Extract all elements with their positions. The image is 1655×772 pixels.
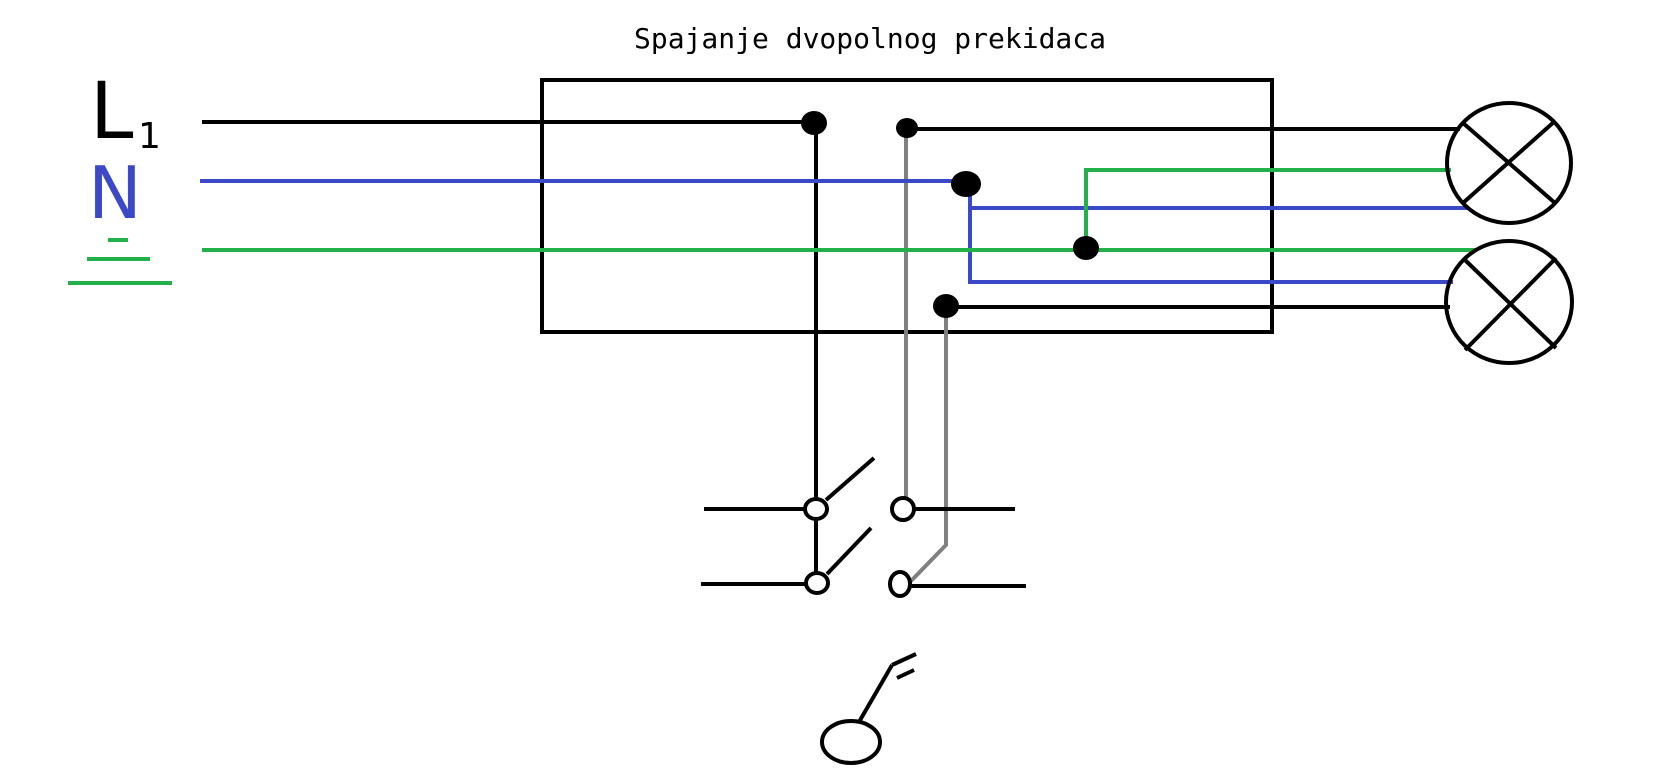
phase-label: L 1: [90, 67, 161, 157]
phase-subscript: 1: [138, 116, 161, 157]
earth-junction-dot: [1073, 236, 1099, 260]
phase-junction-dot: [801, 111, 827, 135]
neutral-label: N: [88, 151, 142, 235]
earth-wire: [202, 168, 1476, 252]
lamp2-junction-dot: [933, 294, 959, 318]
lamp2-switched-wire: [909, 305, 1450, 583]
key-icon: [820, 652, 917, 765]
lamp-icon: [1445, 101, 1573, 225]
phase-wire: [202, 120, 818, 509]
phase-letter: L: [90, 67, 134, 157]
lamp1-junction-dot: [896, 118, 918, 138]
earth-ground-icon: [68, 238, 172, 285]
neutral-junction-dot: [951, 171, 981, 197]
double-pole-switch-icon: [701, 456, 1026, 598]
neutral-wire: [200, 179, 1468, 284]
lamp1-switched-wire: [904, 127, 1460, 499]
lamp-icon: [1444, 239, 1574, 365]
diagram-title: Spajanje dvopolnog prekidaca: [634, 22, 1106, 55]
